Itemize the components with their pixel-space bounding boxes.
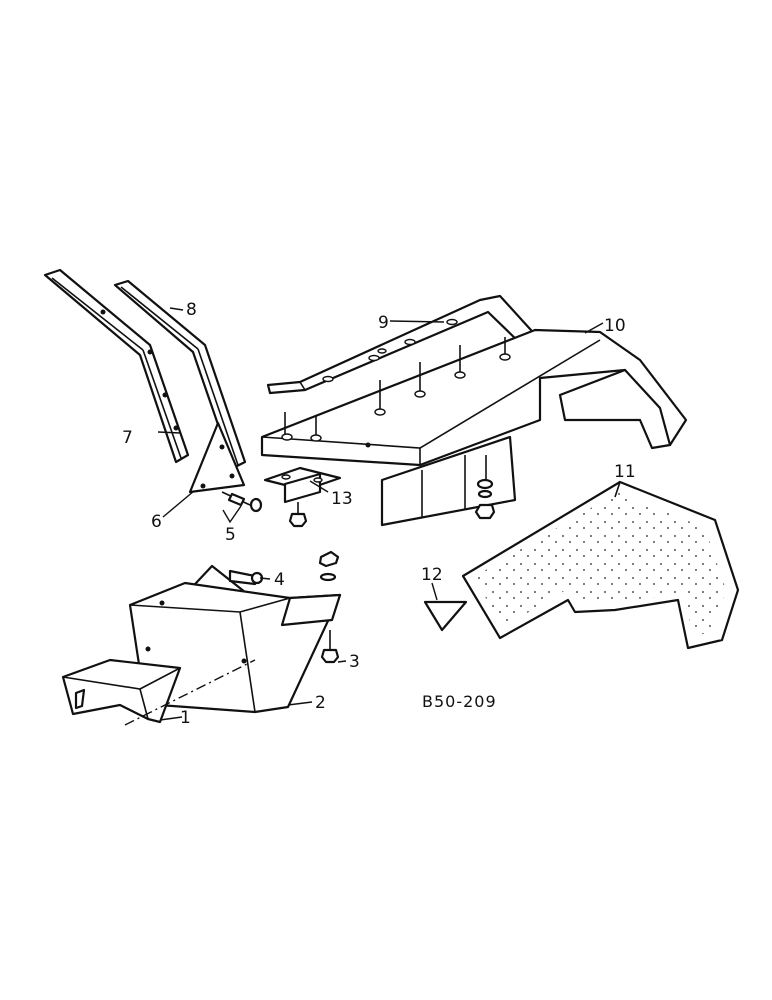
part-6-triangle-bracket <box>188 421 246 494</box>
part-11-fender-liner <box>461 480 740 650</box>
callout-4: 4 <box>274 570 285 590</box>
callout-8: 8 <box>186 300 197 320</box>
callout-7: 7 <box>122 428 133 448</box>
callout-2: 2 <box>315 693 326 713</box>
callout-6: 6 <box>151 512 162 532</box>
mounting-bolts <box>281 337 511 520</box>
part-13-spacer-block <box>263 466 342 528</box>
callout-9: 9 <box>378 313 389 333</box>
part-3-bolt <box>318 550 340 664</box>
part-8-support-bar <box>113 279 247 470</box>
callout-11: 11 <box>614 462 636 482</box>
callout-3: 3 <box>349 652 360 672</box>
part-1-front-cover <box>61 658 182 724</box>
alignment-centerline <box>124 659 256 726</box>
part-10-fender-platform <box>260 328 688 527</box>
part-5-bolt <box>221 491 263 524</box>
callout-5: 5 <box>225 525 236 545</box>
leader-lines <box>157 307 604 721</box>
callout-10: 10 <box>604 316 626 336</box>
callout-12: 12 <box>421 565 443 585</box>
callout-13: 13 <box>331 489 353 509</box>
part-12-triangle-piece <box>423 582 468 632</box>
part-7-support-bar <box>43 268 190 464</box>
callout-1: 1 <box>180 708 191 728</box>
drawing-code: B50-209 <box>422 692 497 711</box>
